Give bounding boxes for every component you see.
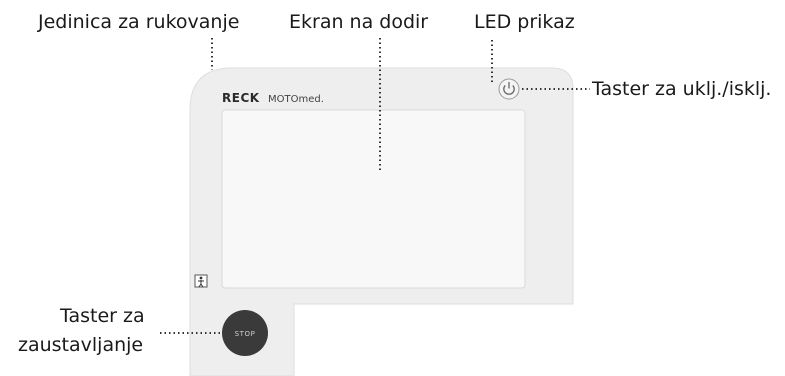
person-icon: [194, 274, 208, 288]
label-stop-button-line1: Taster za: [60, 305, 145, 327]
label-stop-button-line2: zaustavljanje: [18, 334, 144, 356]
stop-button[interactable]: STOP: [222, 310, 268, 356]
stop-button-text: STOP: [235, 330, 256, 338]
product-name: MOTOmed.: [268, 94, 324, 105]
label-power-button: Taster za uklj./isklj.: [592, 78, 772, 100]
label-touch-screen: Ekran na dodir: [289, 11, 429, 33]
power-button[interactable]: [498, 78, 520, 100]
power-icon: [503, 85, 515, 95]
label-led-display: LED prikaz: [474, 11, 575, 33]
touch-screen[interactable]: [221, 109, 526, 289]
brand-logo: RECK: [222, 91, 260, 105]
label-handling-unit: Jedinica za rukovanje: [38, 11, 240, 33]
